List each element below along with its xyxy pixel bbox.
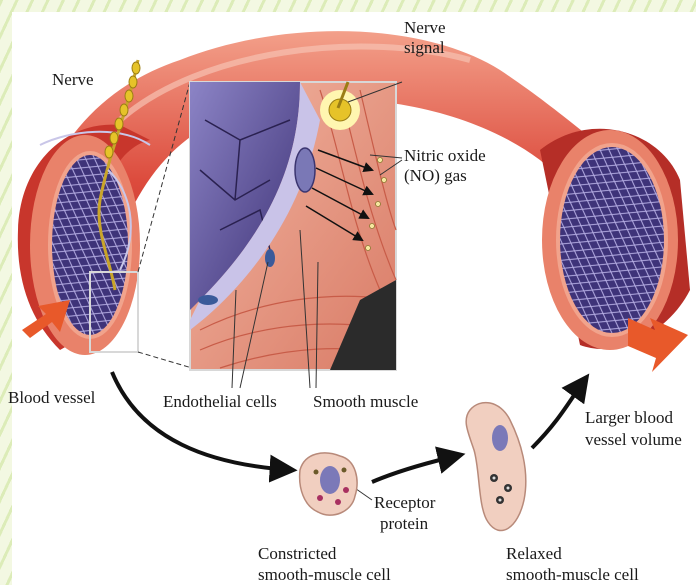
label-larger-volume-line1: Larger blood — [585, 408, 673, 427]
label-receptor-line1: Receptor — [374, 493, 435, 512]
label-relaxed-line1: Relaxed — [506, 544, 562, 563]
label-nerve-signal-line1: Nerve — [404, 18, 446, 37]
label-nerve: Nerve — [52, 70, 94, 89]
label-constricted-line1: Constricted — [258, 544, 336, 563]
label-blood-vessel: Blood vessel — [8, 388, 95, 407]
label-nerve-signal-line2: signal — [404, 38, 445, 57]
label-constricted-line2: smooth-muscle cell — [258, 565, 391, 584]
right-vessel-section — [540, 129, 690, 350]
arrow-to-larger-volume — [532, 378, 586, 448]
label-larger-volume-line2: vessel volume — [585, 430, 682, 449]
zoom-guide-bottom — [138, 352, 192, 368]
label-nitric-oxide-line2: (NO) gas — [404, 166, 467, 185]
relaxed-cell — [466, 403, 526, 531]
detail-inset — [190, 82, 396, 370]
constricted-cell — [300, 453, 357, 515]
label-endothelial-cells: Endothelial cells — [163, 392, 277, 411]
label-relaxed-line2: smooth-muscle cell — [506, 565, 639, 584]
right-flow-arrow — [628, 318, 688, 372]
arrow-to-constricted — [112, 372, 292, 470]
label-receptor-line2: protein — [380, 514, 428, 533]
label-nitric-oxide-line1: Nitric oxide — [404, 146, 486, 165]
arrow-to-relaxed — [372, 455, 460, 482]
label-smooth-muscle: Smooth muscle — [313, 392, 418, 411]
